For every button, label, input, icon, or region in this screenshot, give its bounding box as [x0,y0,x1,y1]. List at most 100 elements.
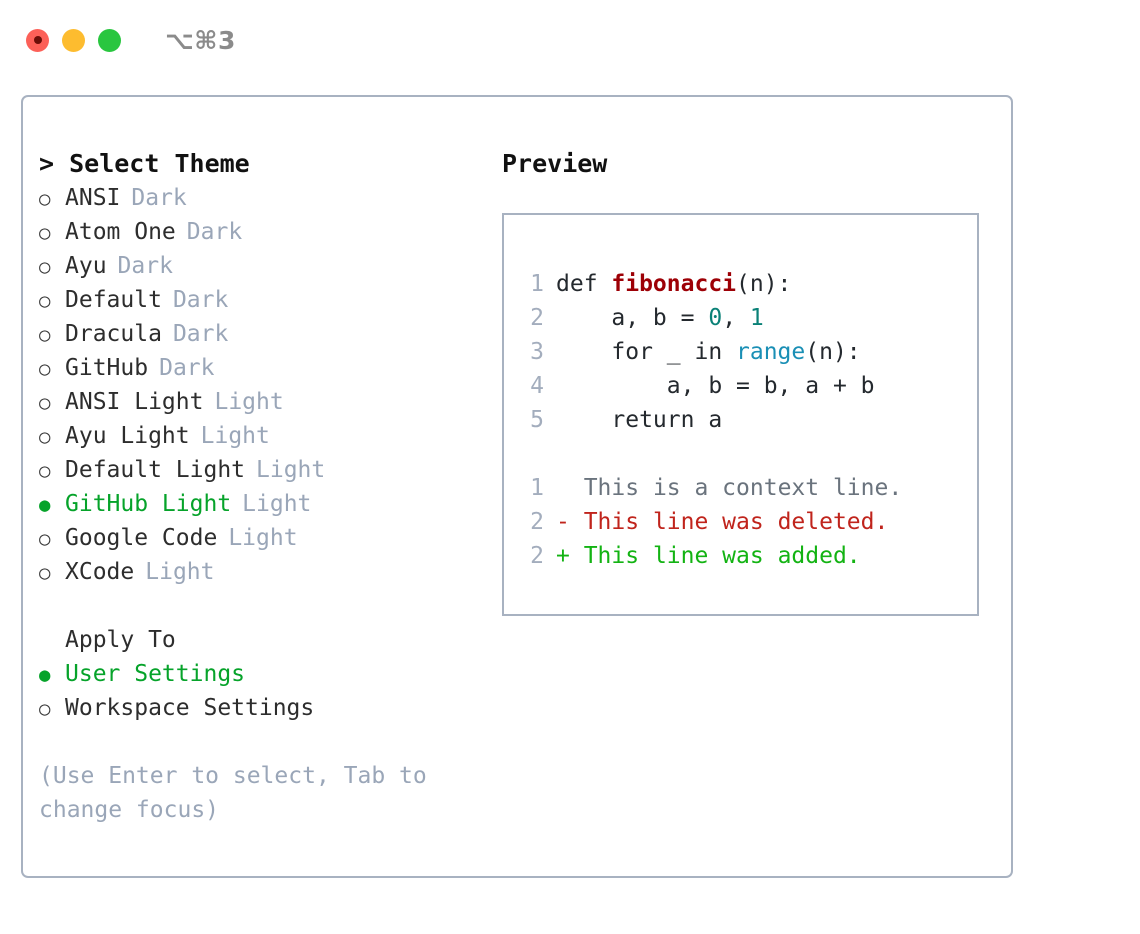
theme-option-tag: Dark [186,219,243,245]
apply-to-option-user-settings[interactable]: ●User Settings [39,657,489,691]
code-line-text: a, b = 0, 1 [556,301,764,335]
theme-option-ansi-light[interactable]: ○ ANSI Light Light [39,385,489,419]
close-button-icon[interactable] [26,28,49,52]
radio-unselected-icon: ○ [39,222,51,244]
code-token-call: range [736,339,806,365]
code-line: 3 for _ in range(n): [514,335,971,369]
list-spacer [39,589,489,623]
code-line: 2 a, b = 0, 1 [514,301,971,335]
theme-option-tag: Dark [172,321,229,347]
code-line: 5 return a [514,403,971,437]
theme-option-tag: Light [214,389,284,415]
code-token-plain: for _ in [556,339,737,365]
code-token-plain: def [556,271,612,297]
theme-option-default[interactable]: ○ Default Dark [39,283,489,317]
code-line-number: 5 [530,407,544,433]
theme-option-atom-one[interactable]: ○ Atom One Dark [39,215,489,249]
radio-selected-icon: ● [39,664,51,686]
theme-option-label: Default [65,287,162,313]
theme-option-label: Default Light [65,457,246,483]
keyboard-hint-text: (Use Enter to select, Tab to change focu… [39,763,441,823]
code-token-plain: return a [556,407,723,433]
radio-unselected-icon: ○ [39,290,51,312]
code-line-text: return a [556,403,722,437]
maximize-button-icon[interactable] [98,28,121,52]
diff-line-number: 1 [530,475,544,501]
theme-option-tag: Dark [117,253,173,279]
radio-unselected-icon: ○ [39,358,51,380]
apply-to-option-workspace-settings[interactable]: ○ Workspace Settings [39,691,489,725]
code-line: 4 a, b = b, a + b [514,369,971,403]
code-token-plain: (n): [736,271,792,297]
code-line-text: for _ in range(n): [556,335,861,369]
radio-unselected-icon: ○ [39,324,51,346]
radio-unselected-icon: ○ [39,698,51,720]
minimize-button-icon[interactable] [62,28,85,52]
code-token-num: 0 [708,305,723,331]
theme-option-tag: Light [256,457,326,483]
code-token-plain: a, b = b, a + b [556,373,875,399]
theme-option-label: GitHub [65,355,149,381]
code-line-number: 4 [530,373,544,399]
apply-to-header: Apply To [65,627,176,653]
diff-line-text: This is a context line. [569,475,903,501]
radio-unselected-icon: ○ [39,562,51,584]
diff-line-deleted: 2- This line was deleted. [514,505,971,539]
code-diff-separator [514,437,971,471]
radio-unselected-icon: ○ [39,426,51,448]
radio-unselected-icon: ○ [39,256,51,278]
window-title: ⌥⌘3 [165,25,236,55]
radio-selected-icon: ● [39,494,51,516]
code-line-text: def fibonacci(n): [556,267,791,301]
diff-line-marker: - [556,509,570,535]
code-line-text: a, b = b, a + b [556,369,875,403]
theme-option-label: Dracula [65,321,162,347]
code-token-plain: a, b = [556,305,709,331]
code-token-plain: (n): [805,339,861,365]
theme-option-label: Atom One [65,219,176,245]
window-controls [26,28,121,52]
radio-unselected-icon: ○ [39,460,51,482]
radio-unselected-icon: ○ [39,188,51,210]
apply-to-option-label: Workspace Settings [65,695,315,721]
code-token-plain: , [722,305,750,331]
theme-option-label: Google Code [65,525,218,551]
code-token-num: 1 [749,305,764,331]
diff-line-text: This line was deleted. [569,509,889,535]
diff-line-number: 2 [530,509,544,535]
theme-option-label: ANSI Light [65,389,204,415]
diff-line-marker [556,471,570,505]
select-theme-header: > Select Theme [39,149,250,178]
radio-unselected-icon: ○ [39,528,51,550]
theme-option-dracula[interactable]: ○ Dracula Dark [39,317,489,351]
theme-option-tag: Dark [172,287,229,313]
theme-option-label: Ayu [65,253,107,279]
radio-unselected-icon: ○ [39,392,51,414]
theme-option-tag: Light [200,423,270,449]
theme-option-ayu[interactable]: ○ Ayu Dark [39,249,489,283]
diff-line-context: 1 This is a context line. [514,471,971,505]
theme-option-default-light[interactable]: ○ Default Light Light [39,453,489,487]
theme-option-label: XCode [65,559,135,585]
code-line-number: 2 [530,305,544,331]
theme-option-tag: Dark [131,185,187,211]
title-bar: ⌥⌘3 [0,0,1140,80]
diff-block: 1 This is a context line.2- This line wa… [514,471,971,573]
code-token-fn: fibonacci [611,271,737,297]
apply-to-list[interactable]: ●User Settings ○ Workspace Settings [39,657,489,725]
